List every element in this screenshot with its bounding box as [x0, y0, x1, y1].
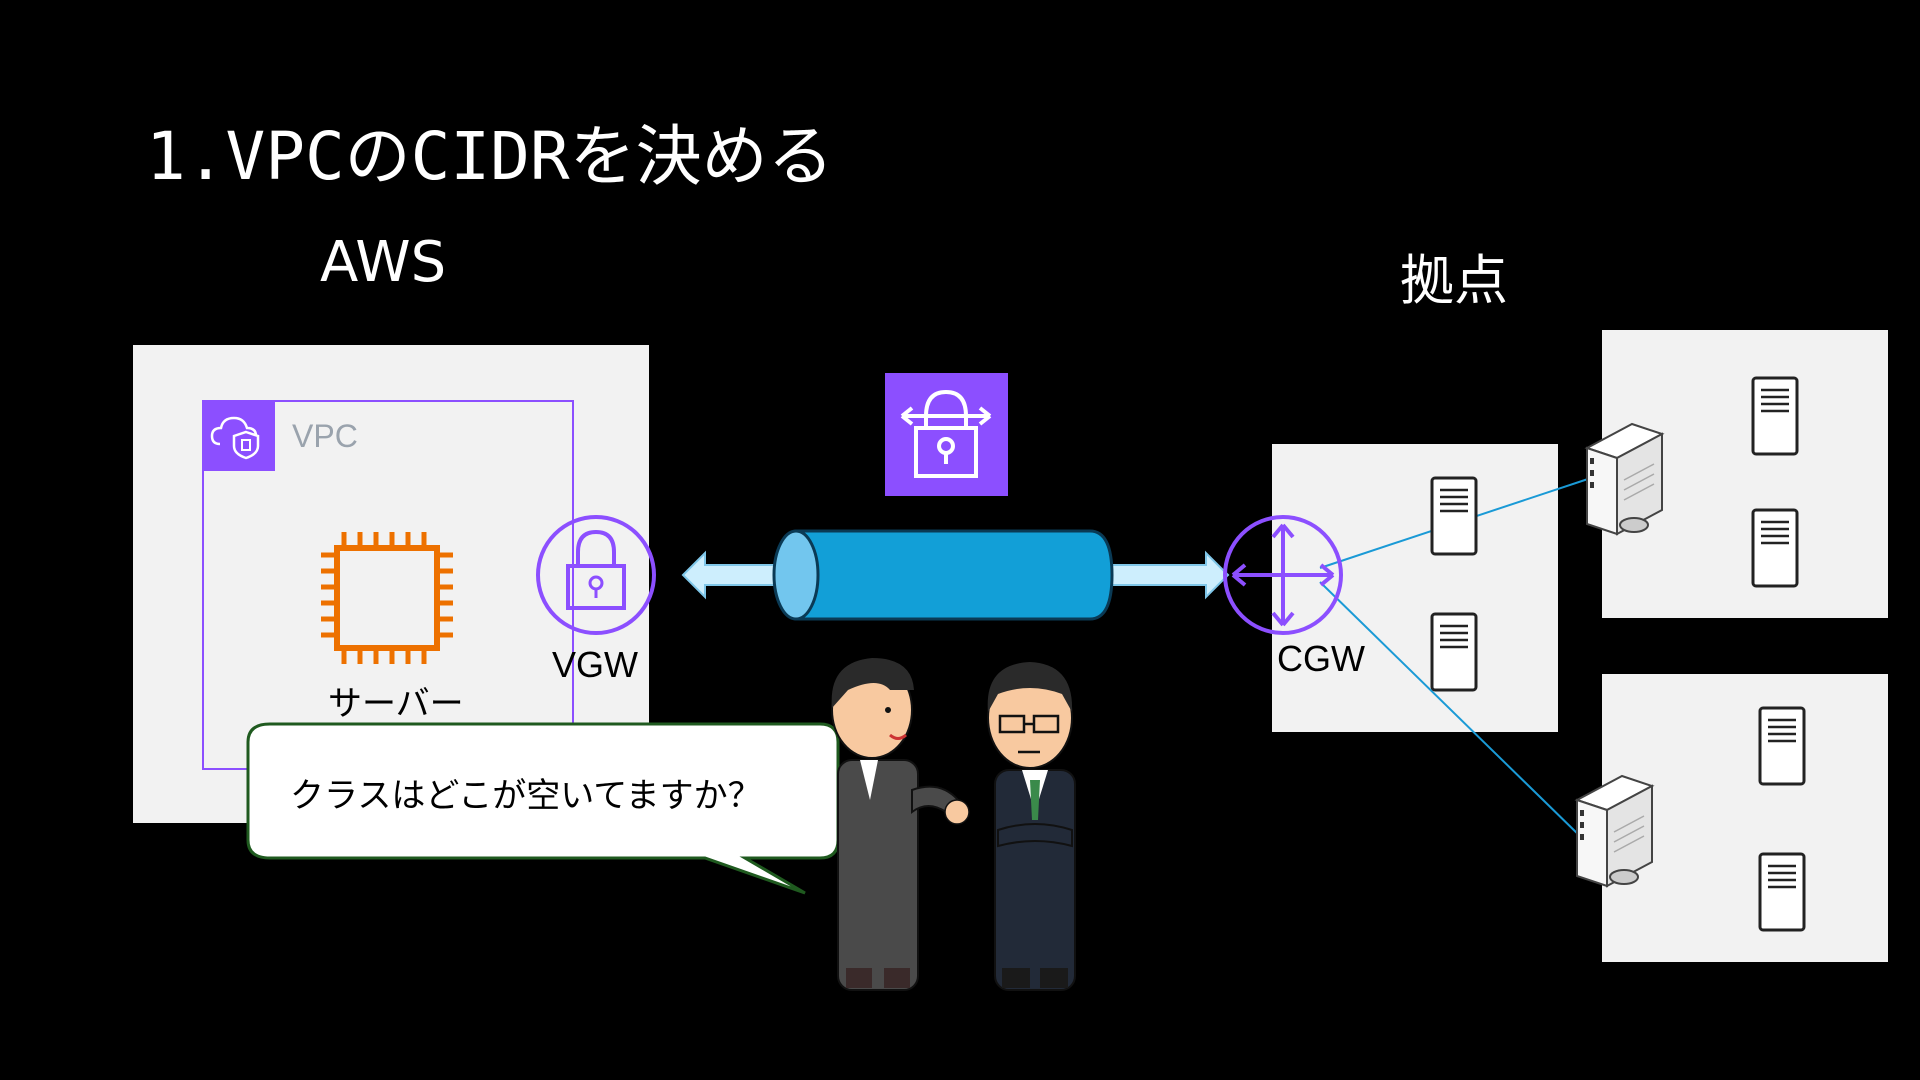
vpn-lock-icon [885, 373, 1008, 496]
link-line-lower [1319, 581, 1583, 839]
tunnel-arrow-right [1111, 550, 1230, 600]
tunnel-arrow-left [681, 550, 776, 600]
vpc-badge [202, 400, 275, 471]
aws-heading: AWS [320, 230, 447, 295]
vgw-label: VGW [552, 644, 638, 685]
cgw-label: CGW [1277, 638, 1365, 679]
network-device-icon [1574, 774, 1655, 888]
businessman-illustration [987, 662, 1076, 991]
vpn-tunnel [772, 529, 1114, 621]
businessman-illustration [831, 658, 970, 991]
network-device-icon [1584, 422, 1665, 536]
cgw-router-icon [1223, 515, 1343, 635]
server-tower-icon [1758, 706, 1806, 786]
server-label: サーバー [328, 685, 464, 723]
vgw-lock-icon [536, 515, 656, 635]
server-tower-icon [1758, 852, 1806, 932]
server-tower-icon [1430, 612, 1478, 692]
speech-text: クラスはどこが空いてますか？ [290, 776, 762, 816]
server-tower-icon [1751, 508, 1799, 588]
site-heading: 拠点 [1400, 249, 1508, 312]
ec2-chip-icon [321, 532, 453, 664]
server-tower-icon [1751, 376, 1799, 456]
site-panel-main [1272, 444, 1558, 732]
vpc-label: VPC [292, 418, 358, 454]
server-tower-icon [1430, 476, 1478, 556]
vpc-cloud-shield-icon [210, 416, 260, 460]
slide-title: 1.VPCのCIDRを決める [146, 118, 834, 195]
